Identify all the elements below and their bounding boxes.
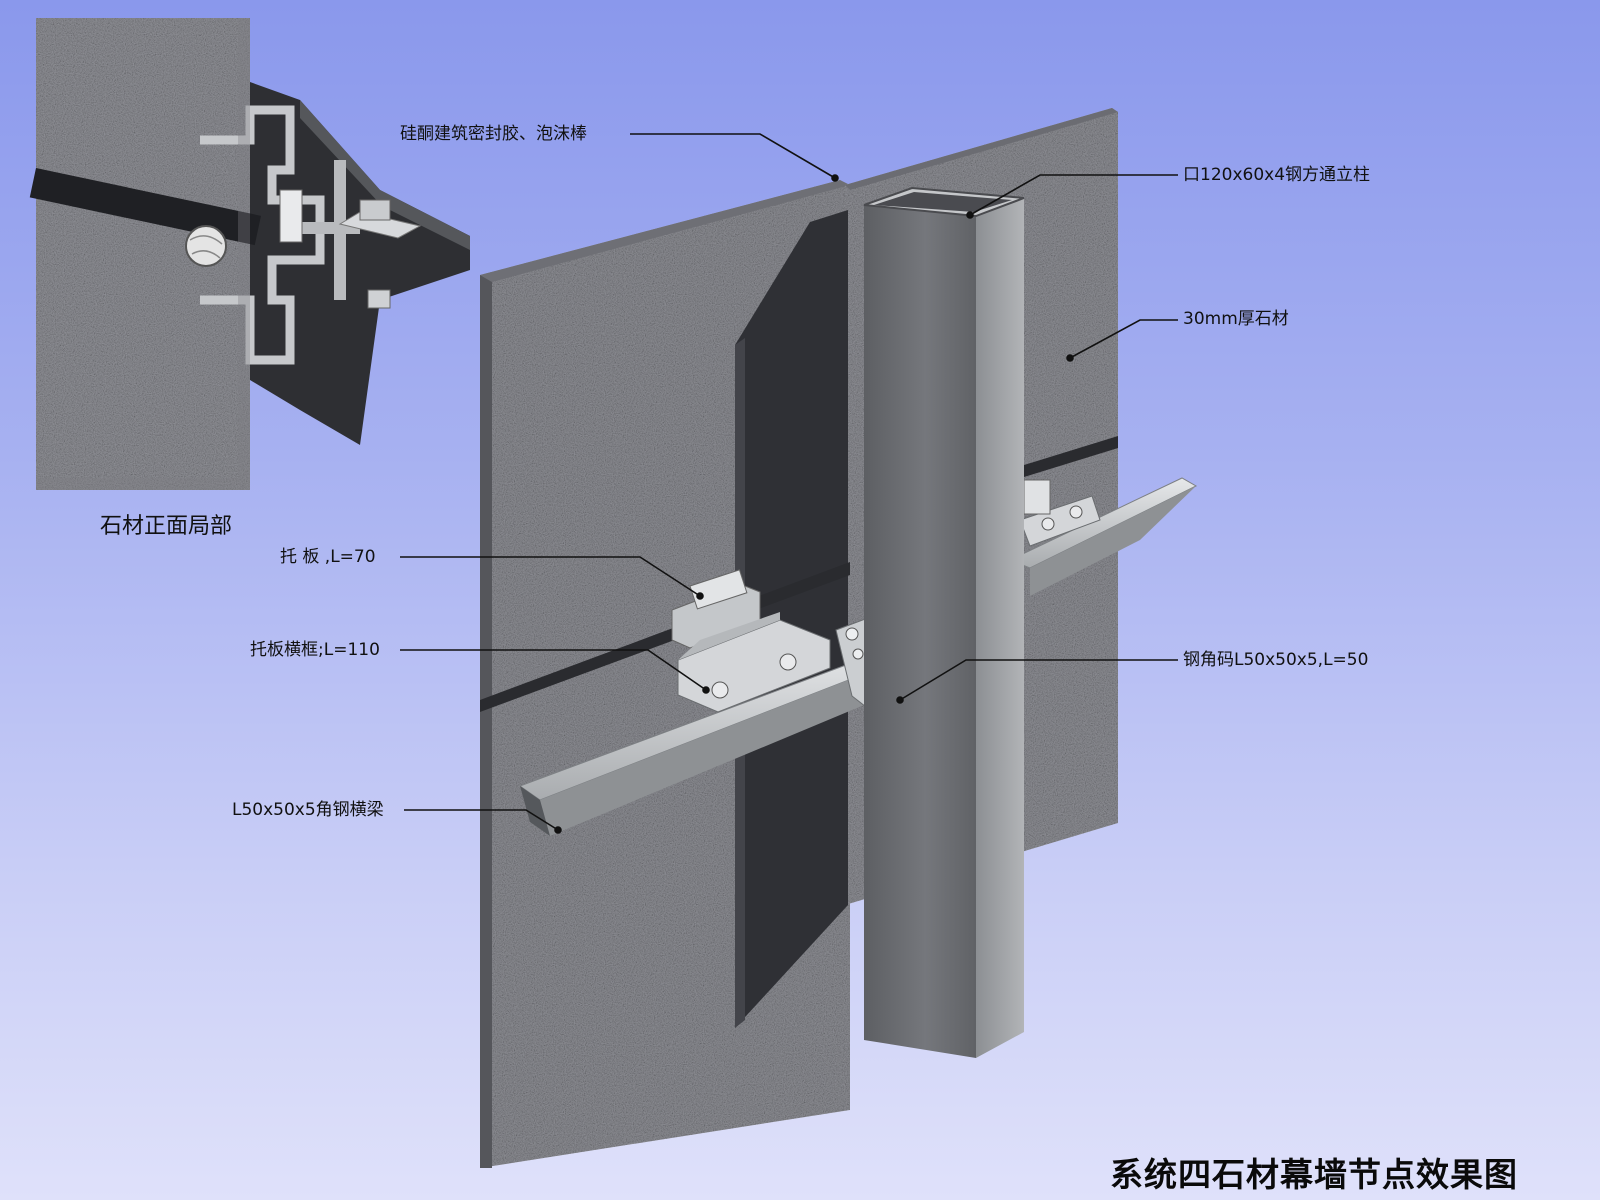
leader-column [969, 174, 1178, 216]
leader-angle-clip [899, 659, 1178, 701]
callout-beam: L50x50x5角钢横梁 [232, 800, 384, 820]
stone-panel-left-edge [480, 180, 850, 282]
callout-angle-clip: 钢角码L50x50x5,L=50 [1183, 650, 1369, 670]
bolt-icon [1041, 517, 1055, 531]
leader-lines [400, 133, 1178, 834]
shadow-back [735, 210, 848, 1028]
leader-stone [1069, 319, 1178, 359]
leader-sealant [630, 133, 836, 179]
steel-column [863, 186, 1025, 1058]
leader-bracket [400, 556, 701, 597]
inset-plate [250, 82, 470, 445]
bracket-plate [671, 569, 831, 713]
column-side [976, 198, 1024, 1058]
bolt-icon [845, 627, 859, 641]
bolt-icon [1069, 505, 1083, 519]
leader-beam [404, 809, 559, 831]
callout-sealant: 硅酮建筑密封胶、泡沫棒 [400, 124, 587, 144]
bolt-icon [279, 189, 303, 243]
inset-caption: 石材正面局部 [100, 514, 232, 539]
bracket-plate-right [1019, 479, 1101, 547]
foam-rod-icon [185, 225, 227, 267]
bolt-icon [711, 681, 729, 699]
bolt-icon [779, 653, 797, 671]
callout-stone: 30mm厚石材 [1183, 309, 1289, 329]
callout-bracket: 托 板 ,L=70 [280, 547, 376, 567]
column-front [864, 205, 976, 1058]
bolt-icon [852, 648, 864, 660]
main-assembly [480, 108, 1198, 1168]
callout-bracket-frame: 托板横框;L=110 [250, 640, 380, 660]
page-title: 系统四石材幕墙节点效果图 [1110, 1155, 1518, 1194]
inset-detail [29, 18, 470, 490]
callout-column: 口120x60x4钢方通立柱 [1183, 165, 1371, 185]
leader-bracket-frame [400, 649, 707, 691]
